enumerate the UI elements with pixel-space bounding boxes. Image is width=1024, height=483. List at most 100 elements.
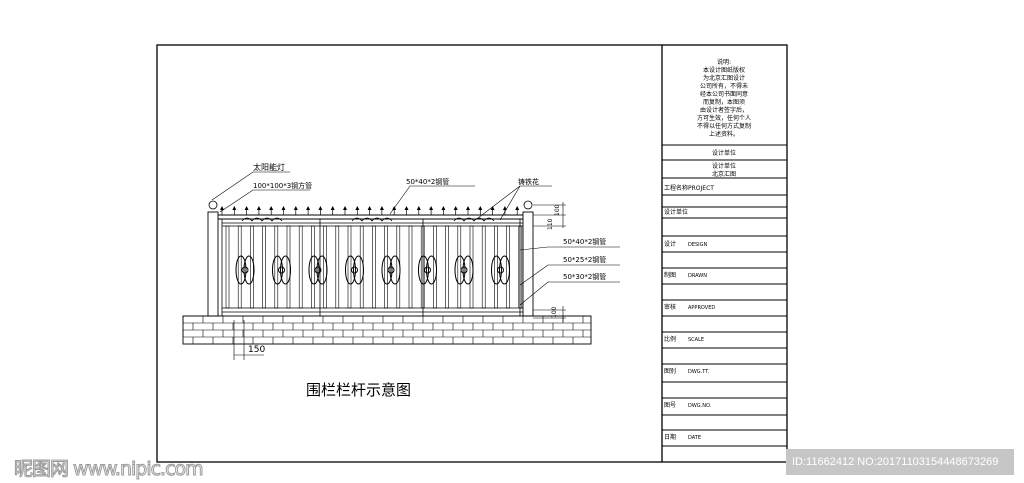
spear-tip bbox=[379, 206, 384, 210]
rail-ornament bbox=[351, 217, 393, 222]
solar-lamp bbox=[208, 200, 218, 210]
label-ornament: 铸铁花 bbox=[518, 177, 539, 186]
spear-tip bbox=[343, 206, 347, 210]
ornament bbox=[235, 255, 247, 285]
picket bbox=[494, 225, 498, 309]
row-label: 比例 bbox=[664, 335, 676, 343]
ornament-center bbox=[497, 266, 504, 274]
spear-tip bbox=[220, 206, 224, 210]
company-line: 北京汇图 bbox=[712, 170, 736, 178]
label-rail-3: 50*30*2钢管 bbox=[563, 272, 606, 281]
picket bbox=[225, 225, 230, 309]
ornament bbox=[418, 255, 429, 285]
fence-elevation bbox=[182, 171, 620, 360]
picket bbox=[335, 225, 340, 309]
watermark-site: 昵图网 www.nipic.com bbox=[14, 458, 205, 481]
company-label: 设计单位 bbox=[712, 149, 736, 157]
picket bbox=[237, 225, 242, 309]
spear-tip bbox=[490, 206, 495, 210]
ornament-center bbox=[387, 266, 395, 274]
picket bbox=[323, 225, 327, 309]
title-block: 说明:本设计图纸版权为北京汇图设计公司所有，不得未经本公司书面同意而复制，本图须… bbox=[662, 58, 787, 447]
drawing-frame bbox=[156, 44, 788, 463]
row-label-en: DWG.TT. bbox=[688, 369, 710, 375]
spear-tip bbox=[269, 206, 274, 210]
spear-tip bbox=[293, 206, 298, 210]
spear-tip bbox=[306, 206, 311, 210]
ornament bbox=[345, 255, 356, 285]
picket bbox=[396, 225, 401, 309]
note-line: 而复制，本图须 bbox=[703, 98, 745, 106]
picket bbox=[518, 225, 523, 309]
ornament bbox=[389, 255, 401, 285]
picket bbox=[262, 225, 266, 309]
picket bbox=[298, 225, 303, 309]
row-label: 审核 bbox=[664, 303, 676, 311]
dim-100-bottom: 100 bbox=[551, 306, 558, 318]
leader-line bbox=[219, 189, 310, 213]
ornament-center bbox=[424, 266, 431, 274]
leader-line bbox=[519, 264, 620, 286]
picket bbox=[286, 225, 291, 309]
picket bbox=[457, 225, 462, 309]
company-line: 设计单位 bbox=[712, 162, 736, 170]
picket bbox=[250, 225, 254, 309]
spear-tip bbox=[404, 206, 409, 210]
post bbox=[207, 211, 219, 317]
ornament bbox=[272, 255, 283, 285]
spear-tip bbox=[330, 206, 335, 210]
ornament bbox=[491, 255, 502, 285]
row-label: 日期 bbox=[664, 433, 676, 441]
note-line: 方可生效，任何个人 bbox=[697, 114, 751, 122]
spear-tip bbox=[453, 206, 458, 210]
row-label-en: SCALE bbox=[688, 337, 704, 343]
rail-ornament bbox=[241, 217, 283, 222]
picket bbox=[420, 225, 425, 309]
row-label: 制图 bbox=[664, 271, 676, 279]
dim-150: 150 bbox=[248, 345, 265, 355]
row-label-en: DRAWN bbox=[688, 273, 707, 279]
ornament bbox=[426, 255, 437, 285]
ornament-center bbox=[241, 266, 249, 274]
label-top-rail: 50*40*2钢管 bbox=[406, 177, 449, 186]
spear-tip bbox=[244, 206, 249, 210]
leader-line bbox=[389, 185, 475, 215]
ornament bbox=[316, 255, 328, 285]
picket bbox=[408, 225, 413, 309]
picket bbox=[311, 225, 315, 309]
spear-tip bbox=[318, 206, 323, 210]
dim-100-top: 100 bbox=[554, 204, 561, 216]
spear-tip bbox=[429, 206, 434, 210]
spear-tip bbox=[256, 206, 261, 210]
ornament-center bbox=[351, 266, 358, 274]
spear-tip bbox=[502, 206, 507, 210]
spear-tip bbox=[232, 206, 237, 210]
ornament bbox=[499, 255, 510, 285]
row-label: 图别 bbox=[664, 367, 676, 375]
picket bbox=[445, 225, 449, 309]
spear-tip bbox=[355, 206, 360, 210]
row-label-en: DESIGN bbox=[688, 242, 708, 248]
leader-line bbox=[211, 171, 290, 201]
spear-tip bbox=[478, 206, 483, 210]
row-label-en: DWG.NO. bbox=[688, 403, 712, 409]
label-rail-1: 50*40*2钢管 bbox=[563, 237, 606, 246]
design-unit-label: 设计单位 bbox=[664, 208, 688, 216]
note-line: 本设计图纸版权 bbox=[703, 66, 745, 74]
ornament bbox=[454, 255, 466, 285]
note-line: 公司所有，不得未 bbox=[700, 82, 748, 90]
row-label-en: DATE bbox=[688, 435, 701, 441]
note-line: 经本公司书面同意 bbox=[700, 90, 748, 98]
ornament bbox=[308, 255, 320, 285]
spear-tip bbox=[515, 206, 520, 210]
spear-tip bbox=[281, 206, 286, 210]
picket bbox=[481, 225, 486, 309]
label-post: 100*100*3钢方管 bbox=[253, 181, 312, 190]
row-label: 设计 bbox=[664, 240, 676, 248]
spear-tip bbox=[367, 206, 372, 210]
picket bbox=[347, 225, 352, 309]
solar-lamp bbox=[523, 200, 533, 210]
row-label-en: APPROVED bbox=[688, 305, 715, 311]
ornament bbox=[353, 255, 364, 285]
